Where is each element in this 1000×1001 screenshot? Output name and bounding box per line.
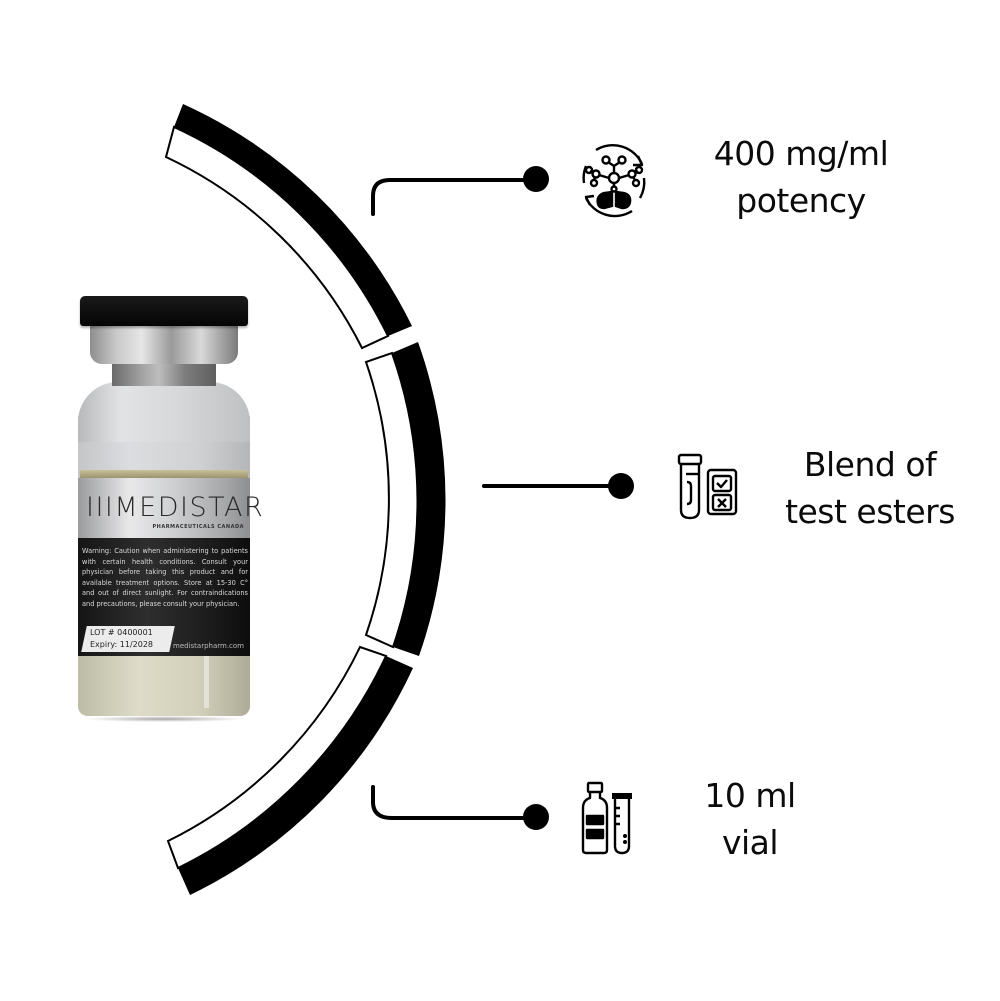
- connector-top: [371, 178, 532, 216]
- product-vial-image: IIIMEDISTAR PHARMACEUTICALS CANADA Warni…: [78, 296, 263, 722]
- connector-dot-middle: [608, 473, 634, 499]
- expiry-date: Expiry: 11/2028: [90, 640, 154, 649]
- feature-potency-line1: 400 mg/ml: [713, 134, 889, 173]
- vial-neck: [112, 364, 216, 386]
- vial-label-brand-band: IIIMEDISTAR PHARMACEUTICALS CANADA: [78, 478, 263, 538]
- brand-logo: IIIMEDISTAR: [86, 492, 265, 523]
- feature-blend: Blend of test esters: [770, 441, 970, 535]
- vial-shadow: [84, 716, 244, 722]
- feature-blend-line1: Blend of: [803, 445, 937, 484]
- bottle-test-tube-icon: [580, 780, 636, 856]
- brand-subtitle: PHARMACEUTICALS CANADA: [152, 524, 244, 530]
- test-tube-checklist-icon: [672, 450, 744, 522]
- molecule-capsule-cycle-icon: [572, 138, 656, 222]
- website-text: medistarpharm.com: [173, 642, 244, 650]
- lot-number: LOT # 0400001: [90, 628, 153, 637]
- connector-dot-top: [523, 166, 549, 192]
- vial-crimp-seal: [90, 326, 238, 364]
- feature-potency-line2: potency: [736, 181, 866, 220]
- arc-segment-middle: [364, 342, 446, 656]
- arc-segment-bottom: [166, 645, 413, 895]
- vial-liquid: [78, 656, 250, 716]
- warning-text: Warning: Caution when administering to p…: [82, 547, 248, 608]
- vial-label-info-band: Warning: Caution when administering to p…: [78, 538, 250, 656]
- feature-volume-line1: 10 ml: [704, 776, 796, 815]
- lot-info: LOT # 0400001 Expiry: 11/2028: [90, 627, 153, 651]
- feature-volume: 10 ml vial: [680, 772, 820, 866]
- feature-potency: 400 mg/ml potency: [696, 130, 906, 224]
- connector-dot-bottom: [523, 804, 549, 830]
- vial-shoulder: [78, 382, 250, 442]
- connector-bottom: [371, 785, 532, 820]
- arc-segment-top: [164, 104, 412, 350]
- vial-cap: [80, 296, 248, 326]
- feature-blend-line2: test esters: [785, 492, 955, 531]
- vial-glare: [204, 656, 209, 708]
- feature-volume-line2: vial: [721, 823, 779, 862]
- vial-liquid-line: [80, 470, 248, 478]
